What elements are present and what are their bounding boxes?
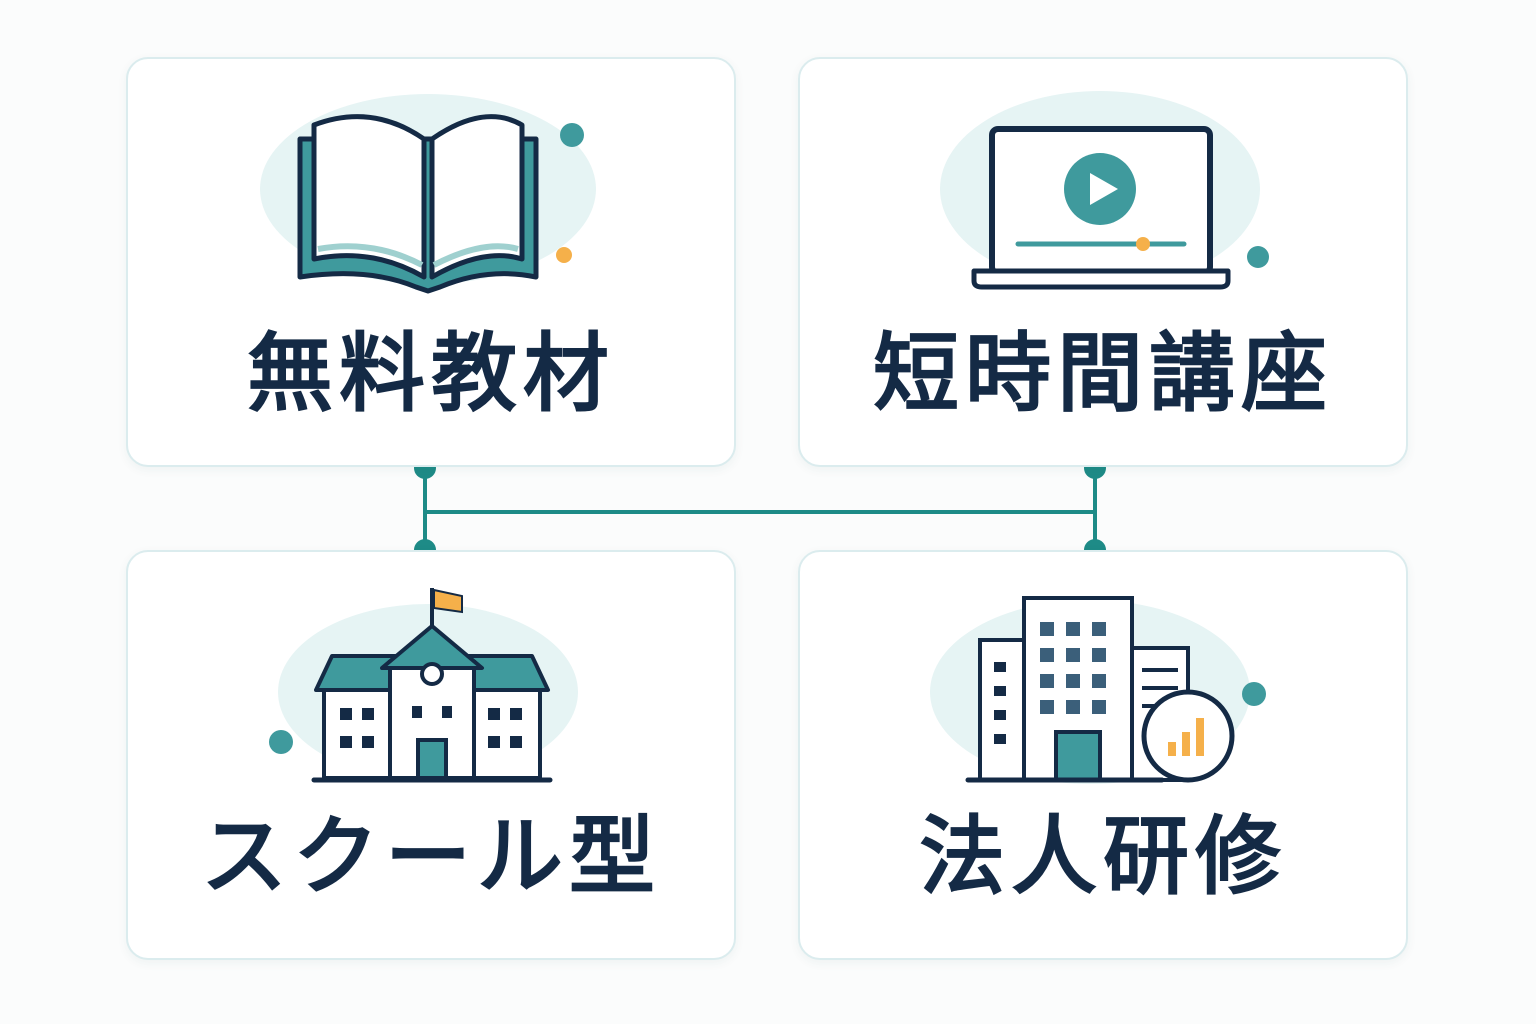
- video-progress-handle: [1136, 237, 1150, 251]
- growth-chart-bars: [1168, 718, 1204, 756]
- book-left-page: [311, 114, 427, 280]
- school-right-roof: [464, 654, 550, 692]
- school-windows: [340, 706, 522, 748]
- building-left-windows: [994, 662, 1006, 744]
- decor-dot-teal: [1242, 682, 1266, 706]
- laptop-video-icon: [940, 91, 1269, 290]
- card-free-materials: 無料教材: [126, 57, 736, 467]
- office-building-chart-icon: [930, 596, 1266, 784]
- book-right-page: [429, 114, 525, 280]
- decor-dot-teal: [269, 730, 293, 754]
- card-title: 無料教材: [247, 324, 615, 424]
- card-title: スクール型: [201, 807, 661, 907]
- flag-icon: [433, 588, 463, 614]
- laptop-base: [971, 268, 1231, 290]
- card-short-course: 短時間講座: [798, 57, 1408, 467]
- school-door: [416, 738, 448, 780]
- building-main-windows: [1040, 622, 1106, 714]
- book-page-shade-left: [317, 243, 424, 268]
- decor-dot-teal: [1247, 246, 1269, 268]
- decor-dot-teal: [560, 123, 584, 147]
- card-corporate-training: 法人研修: [798, 550, 1408, 960]
- card-title: 法人研修: [919, 807, 1287, 907]
- building-door: [1054, 730, 1102, 782]
- open-book-icon: [260, 94, 596, 294]
- school-building-icon: [269, 588, 578, 783]
- play-triangle: [1090, 173, 1118, 205]
- book-page-shade-right: [432, 243, 519, 268]
- school-clock-icon: [420, 662, 444, 686]
- decor-dot-orange: [556, 247, 572, 263]
- card-title: 短時間講座: [873, 324, 1333, 424]
- card-school-type: スクール型: [126, 550, 736, 960]
- connector-network: [423, 468, 1097, 548]
- school-left-roof: [314, 654, 400, 692]
